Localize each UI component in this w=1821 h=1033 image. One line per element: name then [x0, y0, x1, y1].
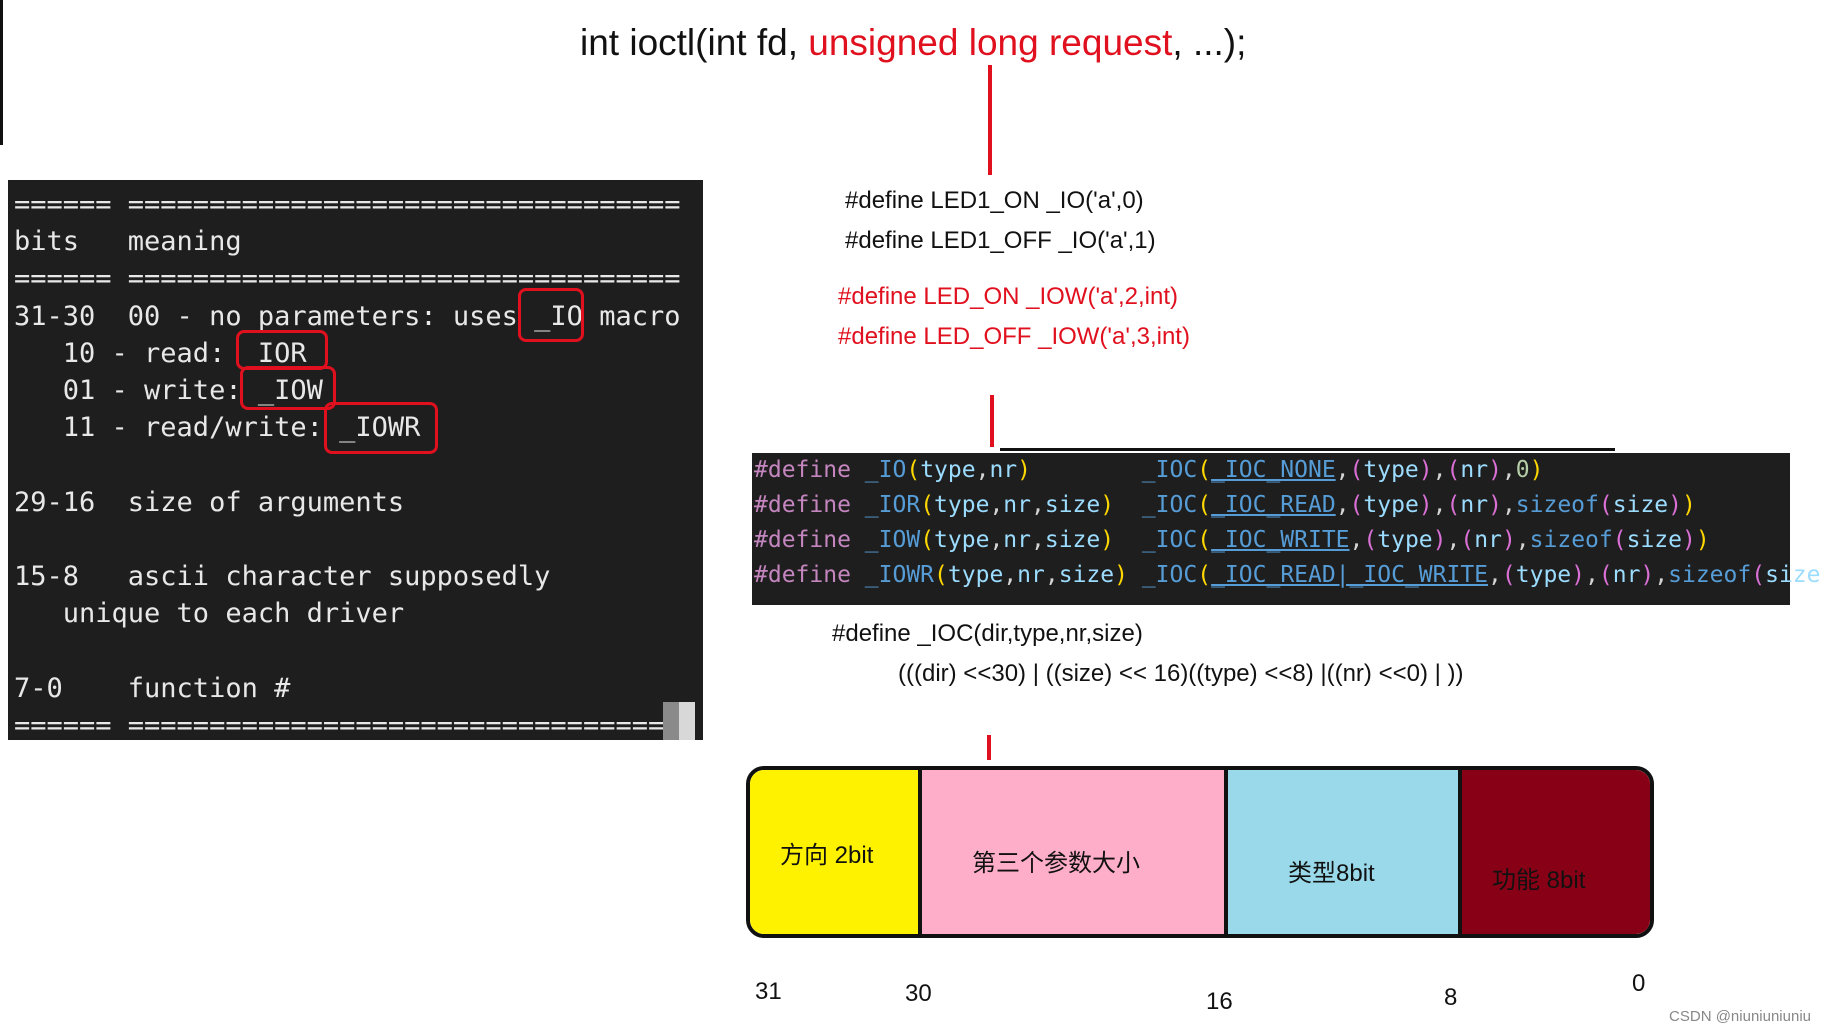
code-line: #define _IOR(type,nr,size) _IOC(_IOC_REA…	[754, 492, 1696, 518]
code-line: #define _IOWR(type,nr,size) _IOC(_IOC_RE…	[754, 562, 1821, 588]
segment-direction: 方向 2bit	[750, 770, 918, 934]
segment-type: 类型8bit	[1224, 770, 1458, 934]
define-led1-on: #define LED1_ON _IO('a',0)	[845, 187, 1144, 214]
signature-request: unsigned long request	[808, 22, 1173, 63]
watermark-text: CSDN @niuniuniuniu	[1669, 1008, 1811, 1025]
highlight-iowr	[324, 402, 438, 454]
define-led-off: #define LED_OFF _IOW('a',3,int)	[838, 323, 1190, 350]
segment-size: 第三个参数大小	[918, 770, 1224, 934]
highlight-iow	[240, 366, 336, 410]
code-line: #define _IOW(type,nr,size) _IOC(_IOC_WRI…	[754, 527, 1710, 553]
bit-label-0: 0	[1632, 970, 1646, 997]
highlight-ior	[236, 330, 328, 370]
connector-line	[988, 65, 992, 175]
macro-code-block: #define _IO(type,nr) _IOC(_IOC_NONE,(typ…	[752, 453, 1821, 605]
segment-function-label: 功能 8bit	[1492, 867, 1586, 894]
bit-label-8: 8	[1444, 984, 1458, 1011]
ioc-expression: (((dir) <<30) | ((size) << 16)((type) <<…	[898, 660, 1464, 687]
code-line: #define _IO(type,nr) _IOC(_IOC_NONE,(typ…	[754, 457, 1544, 483]
terminal-panel: ====== =================================…	[8, 180, 703, 741]
segment-size-label: 第三个参数大小	[972, 850, 1140, 877]
bit-label-31: 31	[755, 978, 782, 1005]
terminal-cursor	[663, 702, 695, 740]
ioctl-signature: int ioctl(int fd, unsigned long request,…	[580, 22, 1246, 64]
ioc-define: #define _IOC(dir,type,nr,size)	[832, 620, 1143, 647]
signature-prefix: int ioctl(int fd,	[580, 22, 809, 63]
bitfield-bar: 方向 2bit 第三个参数大小 类型8bit 功能 8bit	[746, 766, 1654, 938]
segment-direction-label: 方向 2bit	[780, 842, 874, 869]
highlight-io	[518, 288, 584, 342]
terminal-text: ====== =================================…	[14, 189, 681, 741]
code-top-rule	[1000, 448, 1615, 451]
left-edge-line	[0, 0, 3, 145]
define-led-on: #define LED_ON _IOW('a',2,int)	[838, 283, 1178, 310]
bit-label-16: 16	[1206, 988, 1233, 1015]
signature-suffix: , ...);	[1172, 22, 1247, 63]
bit-label-30: 30	[905, 980, 932, 1007]
connector-line	[990, 395, 994, 447]
segment-type-label: 类型8bit	[1288, 860, 1375, 887]
connector-line	[987, 735, 991, 760]
segment-function: 功能 8bit	[1458, 770, 1650, 934]
define-led1-off: #define LED1_OFF _IO('a',1)	[845, 227, 1156, 254]
